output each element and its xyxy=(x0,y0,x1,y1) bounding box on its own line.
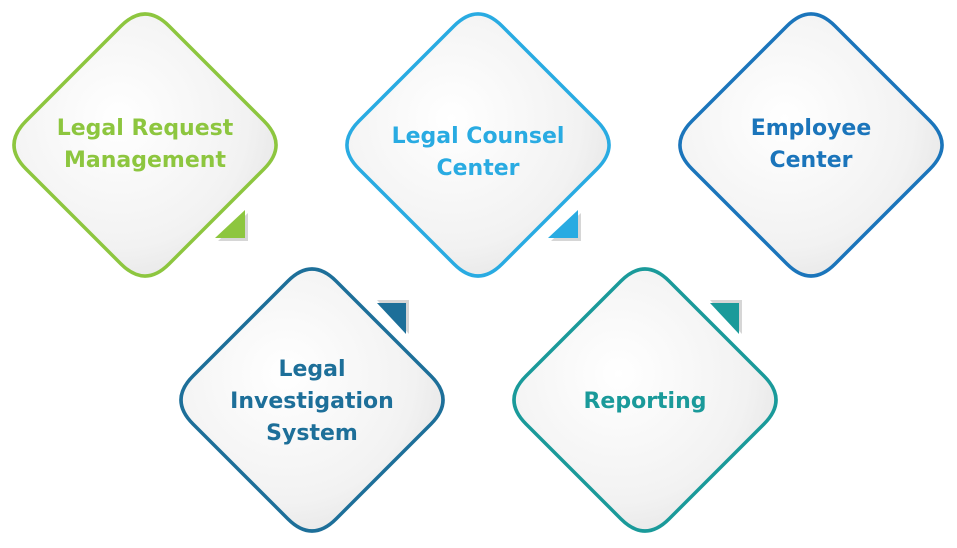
legal-request-management-diamond xyxy=(12,12,278,278)
employee-center-diamond xyxy=(678,12,944,278)
employee-center-label-line: Employee xyxy=(750,116,872,141)
legal-investigation-system-label-line: Legal xyxy=(278,357,346,382)
legal-request-management-tab xyxy=(215,210,245,238)
legal-request-management-label-line: Legal Request xyxy=(56,116,234,141)
reporting-diamond xyxy=(512,267,778,533)
legal-counsel-center-tab xyxy=(548,210,578,238)
legal-investigation-system-diamond xyxy=(179,267,445,533)
legal-counsel-center-label-line: Legal Counsel xyxy=(391,124,565,149)
legal-investigation-system-label-line: System xyxy=(266,421,358,446)
reporting-label: Reporting xyxy=(525,386,765,418)
reporting-tab xyxy=(710,303,739,334)
legal-investigation-system-tab xyxy=(377,303,406,334)
employee-center-label-line: Center xyxy=(769,148,853,173)
legal-investigation-system-label-line: Investigation xyxy=(230,389,394,414)
legal-counsel-center-label-line: Center xyxy=(436,156,520,181)
legal-request-management-label-line: Management xyxy=(64,148,226,173)
reporting-label-line: Reporting xyxy=(583,389,707,414)
legal-counsel-center-diamond xyxy=(345,12,611,278)
